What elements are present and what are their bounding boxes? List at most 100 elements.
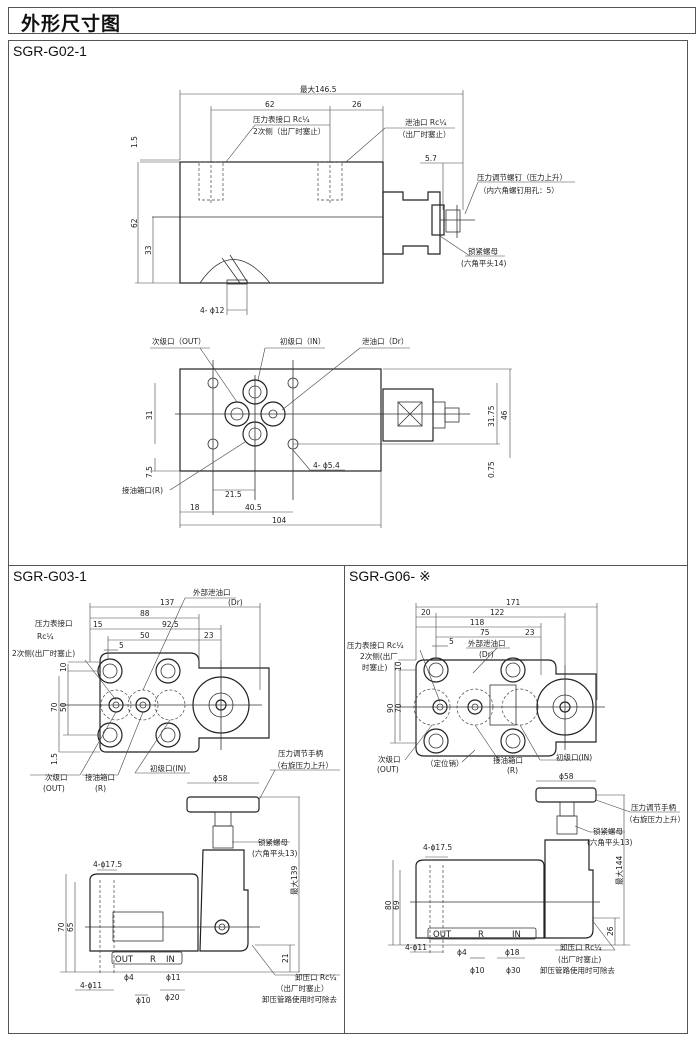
g06-body-top [415, 659, 597, 757]
gauge-port-note2: 时塞止) [362, 662, 387, 672]
dim-phi-11: ϕ11 [166, 973, 181, 982]
dim-122: 122 [490, 608, 505, 617]
dim-69: 69 [392, 900, 401, 910]
plate-in: IN [166, 955, 175, 965]
ext-drain-code: (Dr) [228, 598, 243, 607]
dim-26: 26 [606, 926, 615, 936]
lock-nut-note: (六角平头14) [461, 258, 506, 268]
relief-port-note2: 卸压管路使用时可除去 [540, 965, 615, 975]
dim-23: 23 [525, 628, 535, 637]
lock-nut-label: 锁紧螺母 [258, 837, 288, 847]
relief-port-note2: 卸压管路使用时可除去 [262, 994, 337, 1004]
dim-171: 171 [506, 598, 521, 607]
out-port-label: 次级口 [45, 772, 68, 782]
g02-side-view: 最大146.5 62 26 压力表接口 Rc¼ 2次侧（出厂时塞止） 泄油口 R… [130, 84, 575, 315]
knob-note: （右旋压力上升） [625, 814, 685, 824]
panel-sgr-g03: SGR-G03-1 [8, 565, 345, 1034]
out-port-code: (OUT) [377, 765, 399, 774]
tank-port-label: 接油箱口 [493, 755, 523, 765]
adj-screw-label: 压力调节螺钉（压力上升） [477, 172, 567, 182]
dim-31-75: 31.75 [487, 405, 496, 427]
plate-out: OUT [115, 955, 134, 965]
gauge-port-note: 2次侧(出厂时塞止) [12, 648, 75, 658]
relief-port-note: (出厂时塞止) [558, 954, 601, 964]
gauge-port-label: 压力表接口 Rc¼ [347, 640, 404, 650]
g06-top-view: 171 20 122 118 75 23 5 压力表接口 Rc¼ 2次侧(出厂 … [347, 598, 605, 775]
dim-31: 31 [145, 410, 154, 420]
in-port-label: 初级口（IN） [280, 336, 325, 346]
dim-1-5: 1.5 [50, 753, 59, 765]
dim-23: 23 [204, 631, 214, 640]
tank-port-code: (R) [95, 784, 106, 793]
title-box: 外形尺寸图 [8, 7, 696, 35]
dim-70: 70 [50, 702, 59, 712]
dim-50: 50 [140, 631, 150, 640]
dim-17-5: 4-ϕ17.5 [423, 843, 452, 852]
lock-nut-label: 锁紧螺母 [468, 246, 498, 256]
drain-port-label: 泄油口（Dr） [362, 336, 408, 346]
plate-out: OUT [433, 930, 452, 940]
dim-7-5: 7.5 [145, 466, 154, 478]
lock-nut-label: 锁紧螺母 [593, 826, 623, 836]
dim-phi-20: ϕ20 [165, 993, 180, 1002]
gauge-port-label: 压力表接口 [35, 618, 73, 628]
dim-phi-4: ϕ4 [124, 973, 134, 982]
dim-58: ϕ58 [213, 774, 228, 783]
ext-drain-code: (Dr) [479, 650, 494, 659]
plate-r: R [150, 955, 156, 965]
page-title: 外形尺寸图 [21, 13, 122, 35]
dim-phi-18: ϕ18 [505, 948, 520, 957]
ext-drain-label: 外部泄油口 [468, 638, 506, 648]
relief-port-label: 卸压口 Rc¼ [560, 942, 602, 952]
dim-40-5: 40.5 [245, 503, 262, 512]
dim-5-7: 5.7 [425, 154, 437, 163]
plate-r: R [478, 930, 484, 940]
dim-88: 88 [140, 609, 150, 618]
lock-nut-note: (六角平头13) [587, 837, 632, 847]
dim-phi-10: ϕ10 [470, 966, 485, 975]
valve-body-top [179, 368, 382, 472]
dim-0-75: 0.75 [487, 461, 496, 478]
dim-max-139: 最大139 [289, 865, 299, 895]
dim-4-11: 4-ϕ11 [80, 981, 102, 990]
mount-holes-label: 4- ϕ5.4 [313, 461, 340, 470]
knob-label: 压力调节手柄 [631, 802, 676, 812]
knob-note: （右旋压力上升） [273, 760, 333, 770]
lock-nut-note: (六角平头13) [252, 848, 297, 858]
tank-port-label: 接油箱口 [85, 772, 115, 782]
dim-phi-4: ϕ4 [457, 948, 467, 957]
dim-92-5: 92.5 [162, 620, 179, 629]
dim-33: 33 [144, 245, 153, 255]
model-label: SGR-G06- ※ [349, 568, 431, 584]
dim-90: 90 [386, 703, 395, 713]
out-port-label: 次级口 [378, 754, 401, 764]
dim-5: 5 [449, 637, 454, 646]
dim-26: 26 [352, 100, 362, 109]
dim-62: 62 [265, 100, 275, 109]
dim-70: 70 [57, 922, 66, 932]
model-label: SGR-G03-1 [13, 568, 87, 584]
locating-pin-label: （定位销） [426, 758, 464, 768]
dim-hole: 4- ϕ12 [200, 306, 225, 315]
dim-4-11: 4-ϕ11 [405, 943, 427, 952]
gauge-port-thread: Rc¼ [37, 632, 54, 641]
dim-17-5: 4-ϕ17.5 [93, 860, 122, 869]
dim-5: 5 [119, 641, 124, 650]
drain-port-label: 泄油口 Rc¼ [405, 117, 447, 127]
adjuster-housing [382, 191, 441, 255]
out-port-label: 次级口（OUT） [152, 336, 205, 346]
adj-screw-note: （内六角螺钉用孔：5） [479, 185, 559, 195]
ext-drain-label: 外部泄油口 [193, 587, 231, 597]
dim-max-length: 最大146.5 [300, 84, 337, 94]
knob-label: 压力调节手柄 [278, 748, 323, 758]
dim-104: 104 [272, 516, 287, 525]
out-port-code: (OUT) [43, 784, 65, 793]
dim-58: ϕ58 [559, 772, 574, 781]
dim-1-5: 1.5 [130, 136, 139, 148]
dim-21-5: 21.5 [225, 490, 242, 499]
dim-height-62: 62 [130, 218, 139, 228]
plate-in: IN [512, 930, 521, 940]
dim-max-144: 最大144 [614, 855, 624, 885]
g03-body-side [89, 873, 199, 952]
dim-137: 137 [160, 598, 175, 607]
